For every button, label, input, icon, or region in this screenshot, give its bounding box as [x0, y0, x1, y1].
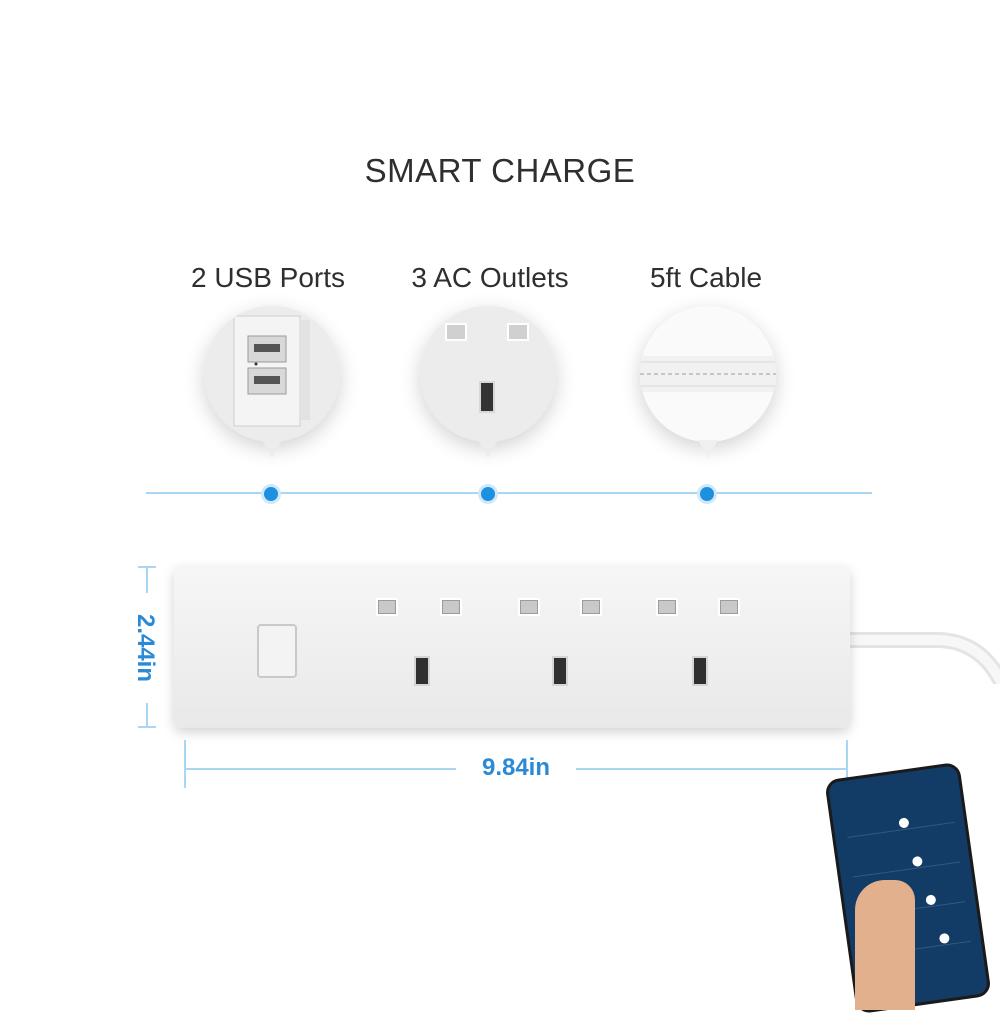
socket-pin	[440, 598, 462, 616]
smartphone-app-image	[824, 761, 992, 1014]
feature-label-cable: 5ft Cable	[649, 262, 763, 293]
feature-label-usb: 2 USB Ports	[190, 262, 346, 293]
height-dimension-cap	[138, 566, 156, 568]
usb-ports-icon	[204, 306, 340, 442]
socket-earth-pin	[552, 656, 568, 686]
feature-label-outlets: 3 AC Outlets	[411, 262, 569, 293]
timeline-line	[146, 492, 872, 494]
bubble-pointer	[262, 440, 282, 458]
height-dimension-label: 2.44in	[131, 593, 159, 703]
socket-pin	[580, 598, 602, 616]
power-cable	[850, 632, 1000, 684]
socket-pin	[656, 598, 678, 616]
socket-pin	[518, 598, 540, 616]
width-dimension-label: 9.84in	[456, 754, 576, 782]
timeline-dot	[478, 484, 498, 504]
power-switch	[257, 624, 297, 678]
cable-icon	[640, 306, 776, 442]
page-title: SMART CHARGE	[364, 152, 636, 189]
socket-earth-pin	[414, 656, 430, 686]
height-dimension-cap	[138, 726, 156, 728]
timeline-dot	[697, 484, 717, 504]
width-dimension-cap	[184, 740, 186, 788]
bubble-pointer	[478, 440, 498, 458]
hand-image	[855, 880, 915, 1010]
socket-pin	[718, 598, 740, 616]
ac-outlet-icon	[420, 306, 556, 442]
socket-earth-pin	[692, 656, 708, 686]
timeline-dot	[261, 484, 281, 504]
width-dimension-cap	[846, 740, 848, 788]
bubble-pointer	[698, 440, 718, 458]
socket-pin	[376, 598, 398, 616]
